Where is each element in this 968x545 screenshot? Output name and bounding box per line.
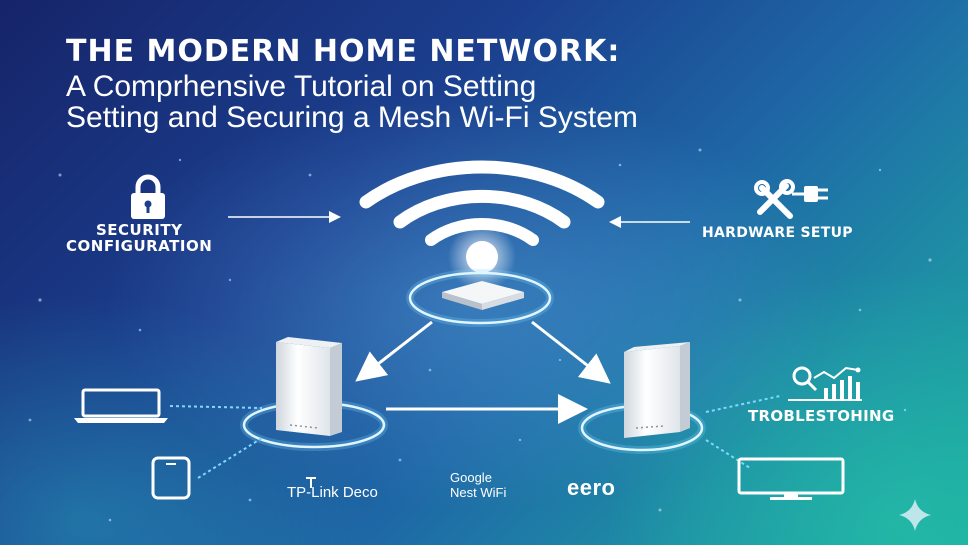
router-icon bbox=[406, 269, 554, 327]
arrow-router-left-node bbox=[355, 320, 433, 382]
mesh-node-left-icon bbox=[240, 337, 388, 451]
wrench-plug-icon bbox=[754, 179, 828, 219]
arrow-router-right-node bbox=[531, 320, 611, 384]
laptop-icon bbox=[74, 388, 168, 423]
particles bbox=[28, 148, 932, 522]
analytics-icon bbox=[788, 366, 862, 401]
tplink-logo-icon bbox=[306, 477, 316, 488]
monitor-icon bbox=[737, 457, 845, 500]
mesh-node-right-icon bbox=[578, 342, 706, 454]
security-label-line2: CONFIGURATION bbox=[66, 237, 213, 255]
wifi-dot bbox=[466, 241, 498, 273]
security-label-line1: SECURITY bbox=[96, 221, 183, 239]
page-title-line1: THE MODERN HOME NETWORK: bbox=[66, 34, 621, 69]
brand-eero: eero bbox=[567, 475, 616, 500]
brand-google-line1: Google bbox=[450, 470, 492, 485]
sparkle-icon bbox=[899, 499, 931, 531]
lock-icon bbox=[131, 174, 165, 219]
brand-tplink: TP-Link Deco bbox=[287, 484, 378, 501]
troubleshooting-label: TROBLESTOHING bbox=[748, 407, 895, 425]
page-title-line3: Setting and Securing a Mesh Wi-Fi System bbox=[66, 101, 638, 134]
hardware-setup-label: HARDWARE SETUP bbox=[702, 225, 853, 241]
phone-icon bbox=[151, 456, 191, 500]
page-title-line2: A Comprhensive Tutorial on Setting bbox=[66, 70, 537, 103]
brand-google-line2: Nest WiFi bbox=[450, 485, 507, 500]
device-connections bbox=[169, 395, 781, 479]
